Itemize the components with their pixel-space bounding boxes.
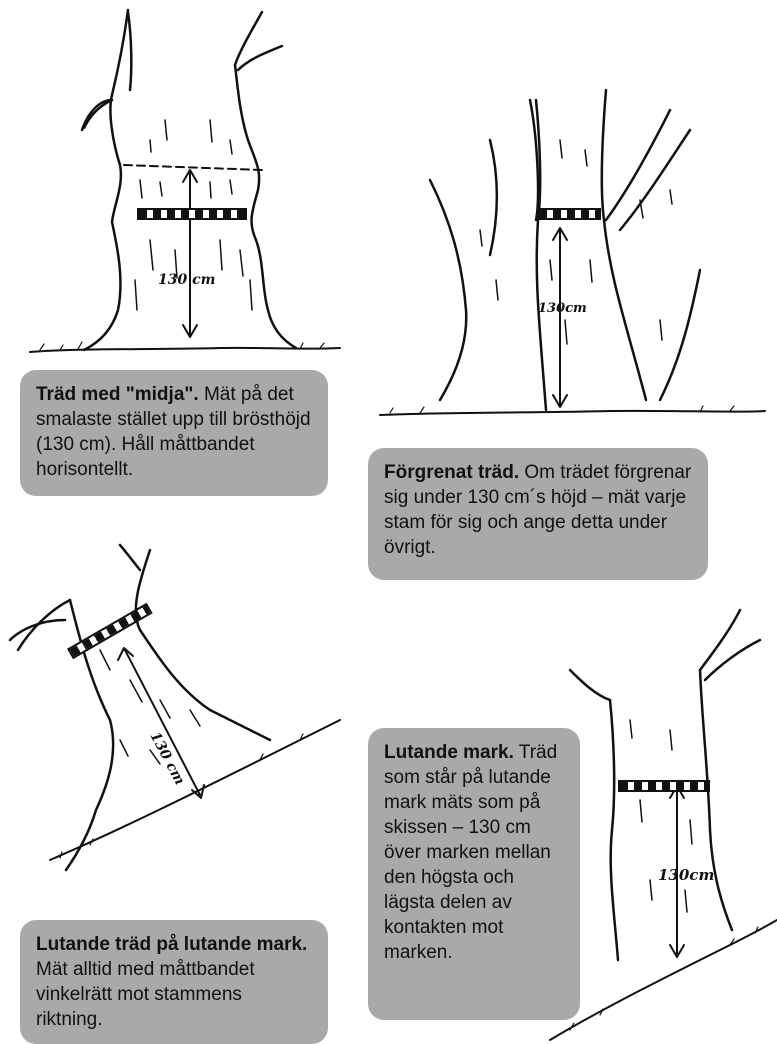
tree-leaning-illustration: 130 cm (0, 540, 350, 900)
caption-forked-tree: Förgrenat träd. Om trädet förgrenar sig … (368, 448, 708, 580)
measuring-tape (537, 208, 601, 220)
panel-leaning-tree: 130 cm (0, 540, 350, 900)
tree-forked-illustration: 130cm (370, 80, 777, 430)
caption-title: Förgrenat träd. (384, 462, 519, 483)
caption-tree-with-waist: Träd med "midja". Mät på det smalaste st… (20, 370, 328, 496)
caption-body: Mät alltid med måttbandet vinkelrätt mot… (36, 959, 255, 1030)
caption-sloping-ground: Lutande mark. Träd som står på lutande m… (368, 728, 580, 1020)
panel-tree-with-waist: 130 cm (0, 0, 370, 370)
measure-label: 130cm (538, 301, 587, 316)
measuring-tape (137, 208, 247, 220)
caption-body: Träd som står på lutande mark mäts som p… (384, 742, 557, 963)
measure-label: 130 cm (158, 272, 215, 288)
caption-title: Lutande träd på lutande mark. (36, 934, 307, 955)
measuring-tape (618, 780, 710, 792)
panel-forked-tree: 130cm (370, 80, 777, 430)
caption-title: Lutande mark. (384, 742, 514, 763)
caption-leaning-tree: Lutande träd på lutande mark. Mät alltid… (20, 920, 328, 1044)
caption-title: Träd med "midja". (36, 384, 199, 405)
tree-waist-illustration: 130 cm (0, 0, 370, 370)
measure-label: 130cm (658, 866, 714, 884)
